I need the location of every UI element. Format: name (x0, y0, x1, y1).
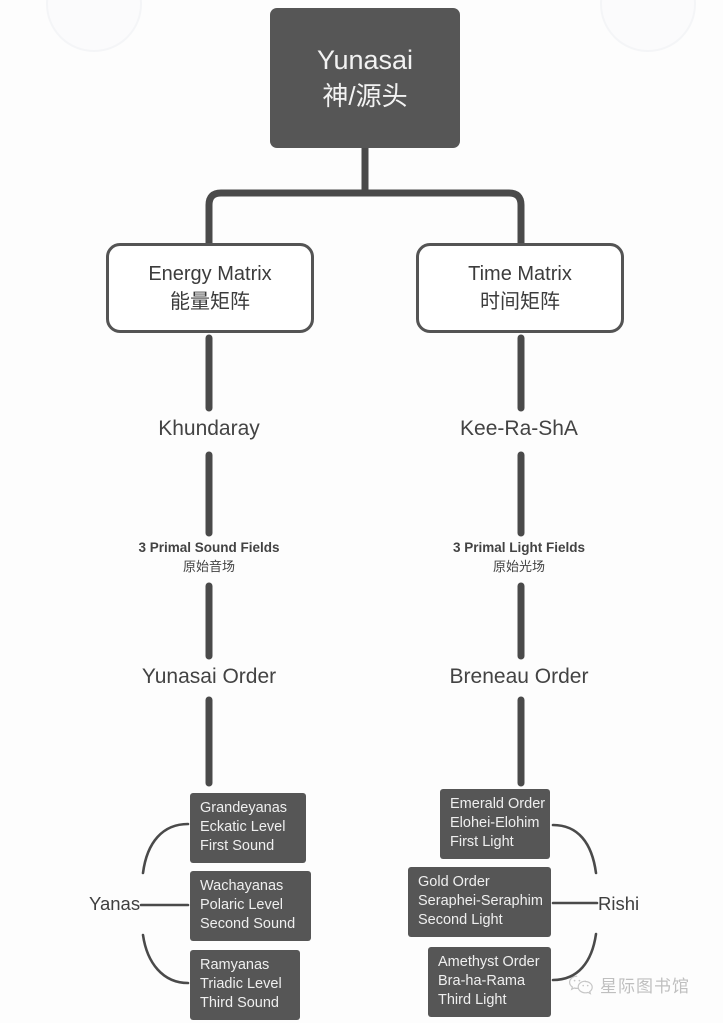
decorative-arc-right (600, 0, 696, 52)
label-primal-sound-fields-en: 3 Primal Sound Fields (138, 540, 280, 555)
energy-matrix-label-cn: 能量矩阵 (170, 291, 250, 313)
time-matrix-label-en: Time Matrix (468, 262, 572, 285)
leaf-amethyst-order-line1: Amethyst Order (438, 954, 540, 970)
leaf-gold-order[interactable]: Gold Order Seraphei-Seraphim Second Ligh… (408, 867, 551, 937)
node-time-matrix[interactable]: Time Matrix 时间矩阵 (416, 243, 624, 333)
group-label-yanas: Yanas (89, 893, 141, 914)
leaf-amethyst-order-line3: Third Light (438, 991, 507, 1008)
label-primal-sound-fields-cn: 原始音场 (182, 558, 235, 574)
wechat-icon (568, 975, 593, 995)
leaf-ramyanas-line3: Third Sound (200, 994, 279, 1011)
leaf-wachayanas-line3: Second Sound (200, 915, 296, 932)
leaf-grandeyanas-line1: Grandeyanas (200, 800, 288, 816)
node-energy-matrix[interactable]: Energy Matrix 能量矩阵 (106, 243, 314, 333)
time-matrix-label-cn: 时间矩阵 (480, 291, 560, 313)
label-primal-light-fields: 3 Primal Light Fields 原始光场 (414, 538, 624, 576)
leaf-gold-order-line3: Second Light (418, 911, 503, 928)
label-kee-ra-sha: Kee-Ra-ShA (460, 417, 578, 440)
leaf-grandeyanas[interactable]: Grandeyanas Eckatic Level First Sound (190, 793, 306, 863)
leaf-gold-order-line2: Seraphei-Seraphim (418, 892, 543, 909)
root-title-en: Yunasai (316, 44, 414, 75)
group-label-rishi: Rishi (598, 893, 640, 914)
leaf-ramyanas-line1: Ramyanas (200, 957, 270, 973)
leaf-emerald-order-line1: Emerald Order (450, 796, 546, 812)
leaf-emerald-order-line3: First Light (450, 833, 514, 850)
label-primal-light-fields-cn: 原始光场 (492, 558, 545, 574)
label-primal-sound-fields: 3 Primal Sound Fields 原始音场 (104, 538, 314, 576)
label-khundaray: Khundaray (158, 417, 260, 440)
leaf-emerald-order[interactable]: Emerald Order Elohei-Elohim First Light (440, 789, 550, 859)
watermark-text: 星际图书馆 (600, 977, 690, 997)
root-title-cn: 神/源头 (322, 80, 408, 111)
leaf-amethyst-order-line2: Bra-ha-Rama (438, 972, 526, 989)
leaf-grandeyanas-line2: Eckatic Level (200, 818, 286, 835)
watermark: 星际图书馆 (568, 972, 690, 997)
label-yunasai-order: Yunasai Order (141, 665, 277, 688)
leaf-ramyanas-line2: Triadic Level (200, 975, 282, 992)
leaf-grandeyanas-line3: First Sound (200, 837, 275, 854)
leaf-wachayanas-line1: Wachayanas (200, 878, 284, 894)
leaf-wachayanas-line2: Polaric Level (200, 896, 284, 913)
leaf-ramyanas[interactable]: Ramyanas Triadic Level Third Sound (190, 950, 300, 1020)
label-primal-light-fields-en: 3 Primal Light Fields (452, 540, 586, 555)
leaf-amethyst-order[interactable]: Amethyst Order Bra-ha-Rama Third Light (428, 947, 551, 1017)
leaf-gold-order-line1: Gold Order (418, 874, 490, 890)
leaf-wachayanas[interactable]: Wachayanas Polaric Level Second Sound (190, 871, 311, 941)
energy-matrix-label-en: Energy Matrix (148, 262, 272, 285)
root-node-yunasai[interactable]: Yunasai 神/源头 (270, 8, 460, 148)
decorative-arc-left (46, 0, 142, 52)
leaf-emerald-order-line2: Elohei-Elohim (450, 814, 540, 831)
label-breneau-order: Breneau Order (449, 665, 589, 688)
